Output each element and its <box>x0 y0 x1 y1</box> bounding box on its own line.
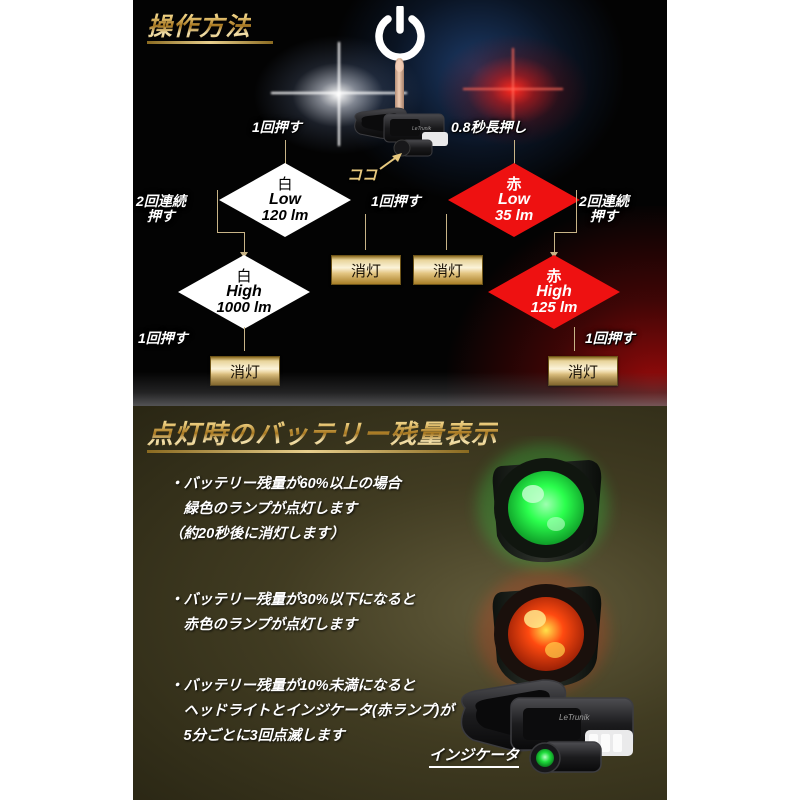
connector-off-2 <box>446 214 447 250</box>
battery-bullet-3: ・バッテリー残量が10%未満になると ヘッドライトとインジケータ(赤ランプ)が … <box>169 678 454 744</box>
connector-right-elbow <box>554 232 577 233</box>
connector-off-4 <box>574 327 575 351</box>
connector-left-elbow <box>217 232 245 233</box>
press-twice-right-label: 2回連続 押す <box>579 193 629 224</box>
press-once-middle-label: 1回押す <box>371 193 421 209</box>
node-white-high: 白 High 1000 lm <box>178 255 310 329</box>
connector-red-low <box>514 140 515 164</box>
press-once-bottom-left-label: 1回押す <box>138 330 188 346</box>
connector-off-1 <box>365 214 366 250</box>
connector-white-low <box>285 140 286 164</box>
content-column: 操作方法 <box>133 0 667 800</box>
long-press-right-label: 0.8秒長押し <box>451 119 527 135</box>
battery-title-underline <box>147 450 469 453</box>
red-star-horizontal <box>463 88 563 90</box>
connector-right-down <box>554 232 555 254</box>
node-white-low: 白 Low 120 lm <box>219 163 351 237</box>
pointing-finger <box>395 58 404 112</box>
off-chip-3: 消灯 <box>210 356 280 386</box>
red-star-vertical <box>512 48 514 130</box>
connector-left-down <box>244 232 245 254</box>
power-icon <box>375 6 425 61</box>
indicator-label: インジケータ <box>429 744 520 768</box>
battery-bullet-1: ・バッテリー残量が60%以上の場合 緑色のランプが点灯します （約20秒後に消灯… <box>169 476 402 542</box>
off-chip-4: 消灯 <box>548 356 618 386</box>
connector-off-3 <box>244 327 245 351</box>
tailcap-group <box>463 436 623 696</box>
connector-right-branch <box>576 190 577 232</box>
here-label: ココ <box>347 167 378 184</box>
off-chip-1: 消灯 <box>331 255 401 285</box>
press-once-bottom-right-label: 1回押す <box>585 330 635 346</box>
connector-left-branch <box>217 190 218 232</box>
headlamp-indicator-image: LeTrunik <box>460 679 634 774</box>
operation-title: 操作方法 <box>147 7 251 43</box>
white-star-vertical <box>338 42 340 146</box>
node-red-low: 赤 Low 35 lm <box>448 163 580 237</box>
battery-bullet-2: ・バッテリー残量が30%以下になると 赤色のランプが点灯します <box>169 592 416 633</box>
off-chip-2: 消灯 <box>413 255 483 285</box>
press-once-left-label: 1回押す <box>252 119 302 135</box>
svg-text:LeTrunik: LeTrunik <box>559 713 591 722</box>
operation-title-underline <box>147 41 273 44</box>
operation-section: 操作方法 <box>133 0 667 406</box>
headlamp-product-image: LeTrunik <box>354 107 448 157</box>
here-arrow <box>379 153 402 170</box>
node-red-high: 赤 High 125 lm <box>488 255 620 329</box>
battery-section: LeTrunik 点灯時のバッテリー残量表示 ・バッテリー残量が60%以上の場合… <box>133 406 667 800</box>
svg-text:LeTrunik: LeTrunik <box>412 126 432 132</box>
battery-title: 点灯時のバッテリー残量表示 <box>147 414 498 451</box>
press-twice-left-label: 2回連続 押す <box>136 193 186 224</box>
